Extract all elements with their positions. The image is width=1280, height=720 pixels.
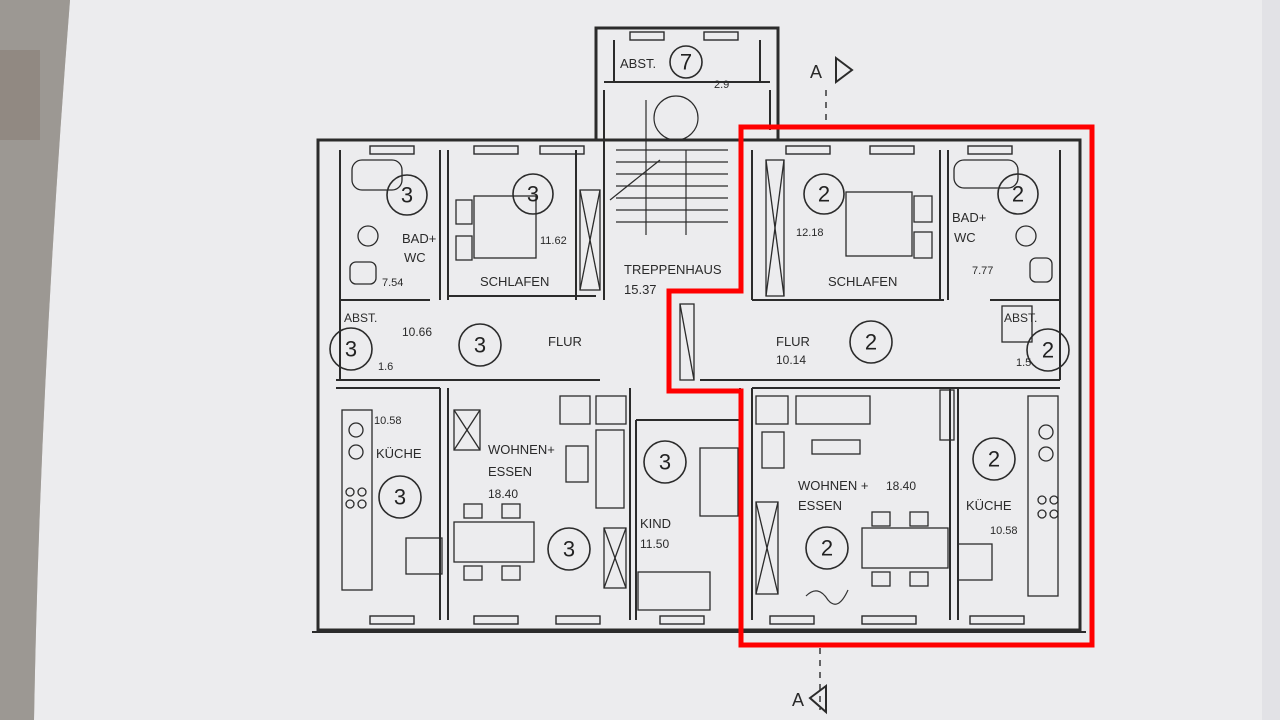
building-outline [316, 138, 1082, 632]
handwritten-scribble [805, 589, 849, 605]
circle-badge [1026, 328, 1070, 372]
room-label: ABST. [344, 311, 377, 325]
room-area: 11.50 [640, 537, 669, 551]
room-label: WOHNEN + [798, 478, 868, 493]
room-label: ESSEN [798, 498, 842, 513]
paper-sheet [34, 0, 1280, 720]
room-area: 12.18 [796, 227, 824, 239]
circle-number: 2 [1042, 338, 1054, 363]
circle-number: 3 [563, 537, 575, 562]
section-marker-bottom: A [792, 690, 804, 710]
room-area: 10.66 [402, 325, 432, 339]
highlight-outline [666, 124, 1095, 648]
circle-number: 7 [680, 50, 692, 75]
circle-badge [803, 173, 845, 215]
circle-badge [378, 475, 422, 519]
room-area: 10.14 [776, 353, 806, 367]
room-area: 15.37 [624, 282, 657, 297]
circle-number: 2 [1012, 182, 1024, 207]
room-label: WOHNEN+ [488, 442, 555, 457]
circle-number: 2 [865, 330, 877, 355]
circle-badge [547, 527, 591, 571]
room-area: 1.5 [1016, 357, 1031, 369]
circle-badge [849, 320, 893, 364]
room-area: 7.77 [972, 265, 993, 277]
room-area: 18.40 [886, 479, 916, 493]
circle-badge [458, 323, 502, 367]
room-area: 1.6 [378, 361, 393, 373]
circle-number: 3 [474, 333, 486, 358]
room-area: 7.54 [382, 277, 403, 289]
circle-badge [997, 173, 1039, 215]
room-area: 10.58 [374, 415, 402, 427]
circle-number: 2 [988, 447, 1000, 472]
room-label: FLUR [776, 334, 810, 349]
room-label: BAD+ [402, 231, 436, 246]
windows [369, 31, 1025, 625]
room-label: ESSEN [488, 464, 532, 479]
circle-badge [669, 45, 703, 79]
circle-number: 3 [394, 485, 406, 510]
circle-badge [329, 327, 373, 371]
room-label: WC [404, 250, 426, 265]
room-label: KÜCHE [376, 446, 422, 461]
room-label: WC [954, 230, 976, 245]
room-label: FLUR [548, 334, 582, 349]
room-label: SCHLAFEN [480, 274, 549, 289]
circle-number: 3 [345, 337, 357, 362]
room-area: 18.40 [488, 487, 518, 501]
circle-number: 3 [527, 182, 539, 207]
section-marker-top: A [810, 62, 822, 82]
circle-number: 2 [821, 536, 833, 561]
room-label: ABST. [1004, 311, 1037, 325]
circle-badge [386, 174, 428, 216]
room-label: TREPPENHAUS [624, 262, 722, 277]
room-label: KIND [640, 516, 671, 531]
furniture [341, 159, 1059, 611]
staircase [609, 95, 728, 235]
room-area: 10.58 [990, 525, 1018, 537]
circle-badge [972, 437, 1016, 481]
circle-badge [512, 173, 554, 215]
room-area: 2.9 [714, 79, 729, 91]
stair-tower-wall [594, 26, 780, 140]
room-label: BAD+ [952, 210, 986, 225]
circle-badge [643, 440, 687, 484]
room-label: SCHLAFEN [828, 274, 897, 289]
circle-number: 3 [401, 183, 413, 208]
circle-badge [805, 526, 849, 570]
circle-number: 2 [818, 182, 830, 207]
circle-number: 3 [659, 450, 671, 475]
room-label: ABST. [620, 56, 656, 71]
room-area: 11.62 [540, 235, 567, 247]
room-label: KÜCHE [966, 498, 1012, 513]
